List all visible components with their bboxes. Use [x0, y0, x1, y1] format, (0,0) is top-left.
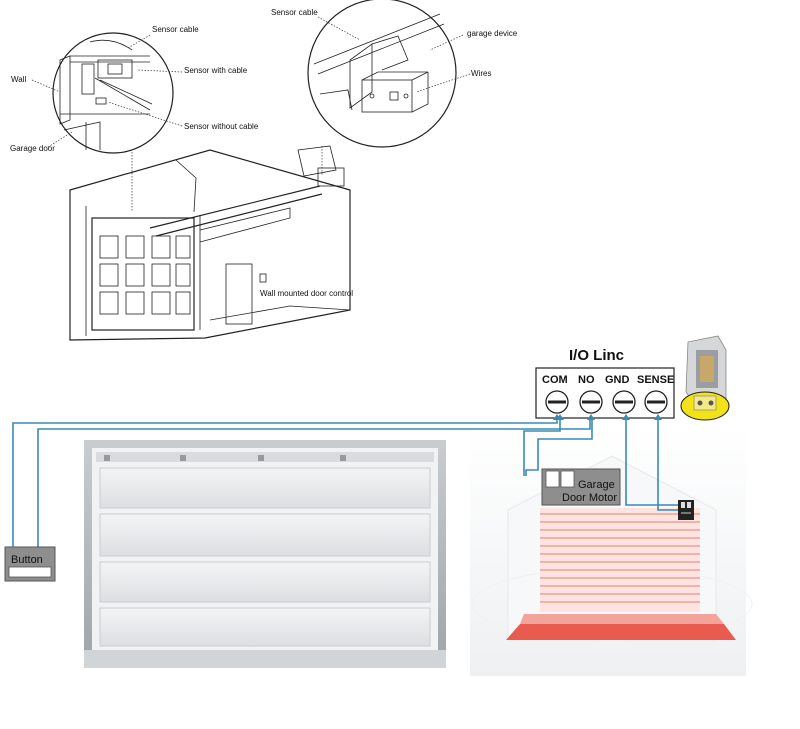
garage-door-motor: Garage Door Motor — [541, 468, 621, 506]
wire-button-to-no — [37, 416, 591, 548]
floor-highlight — [506, 624, 736, 640]
io-linc-title: I/O Linc — [569, 347, 624, 364]
label-garage-door: Garage door — [10, 144, 55, 153]
wire-arrows — [553, 414, 662, 420]
installation-illustration: Sensor cable Wall Sensor with cable Sens… — [10, 0, 518, 341]
button-label: Button — [11, 554, 43, 566]
right-detail-circle — [307, 0, 457, 148]
terminal-label-no: NO — [578, 374, 595, 386]
wire-sensor-to-sense — [657, 416, 678, 511]
terminal-screw-gnd — [612, 390, 636, 414]
terminal-label-sense: SENSE — [637, 374, 674, 386]
terminal-screw-no — [579, 390, 603, 414]
roller-door — [540, 508, 700, 612]
wall-button: Button — [4, 546, 56, 582]
wiring-lines — [12, 416, 678, 548]
label-sensor-cable-left: Sensor cable — [152, 25, 199, 34]
wire-motor-to-com — [523, 416, 561, 476]
left-detail-content — [59, 39, 153, 150]
io-linc-device: I/O Linc COM NO GND SENSE — [535, 347, 675, 419]
label-sensor-with-cable: Sensor with cable — [184, 66, 248, 75]
door-contact-sensor — [678, 500, 694, 520]
label-garage-device: garage device — [467, 29, 518, 38]
wire-motor-to-no — [525, 416, 593, 476]
terminal-label-gnd: GND — [605, 374, 630, 386]
terminal-label-com: COM — [542, 374, 568, 386]
right-detail-content — [313, 13, 445, 113]
magnetic-sensor-photo — [680, 335, 730, 421]
label-sensor-without-cable: Sensor without cable — [184, 122, 259, 131]
garage-door-panel — [84, 440, 446, 668]
label-wall: Wall — [11, 75, 26, 84]
terminal-screw-sense — [644, 390, 668, 414]
motor-label-line2: Door Motor — [562, 492, 617, 504]
wire-sensor-to-gnd — [625, 416, 678, 506]
label-sensor-cable-right: Sensor cable — [271, 8, 318, 17]
garage-room — [69, 145, 351, 341]
motor-label-line1: Garage — [578, 479, 615, 491]
house-illustration — [470, 424, 753, 676]
terminal-screw-com — [545, 390, 569, 414]
label-wall-control: Wall mounted door control — [260, 289, 353, 298]
label-wires: Wires — [471, 69, 491, 78]
left-detail-circle — [52, 32, 174, 154]
garage-door-line — [91, 217, 195, 331]
callout-leaders — [31, 16, 471, 212]
